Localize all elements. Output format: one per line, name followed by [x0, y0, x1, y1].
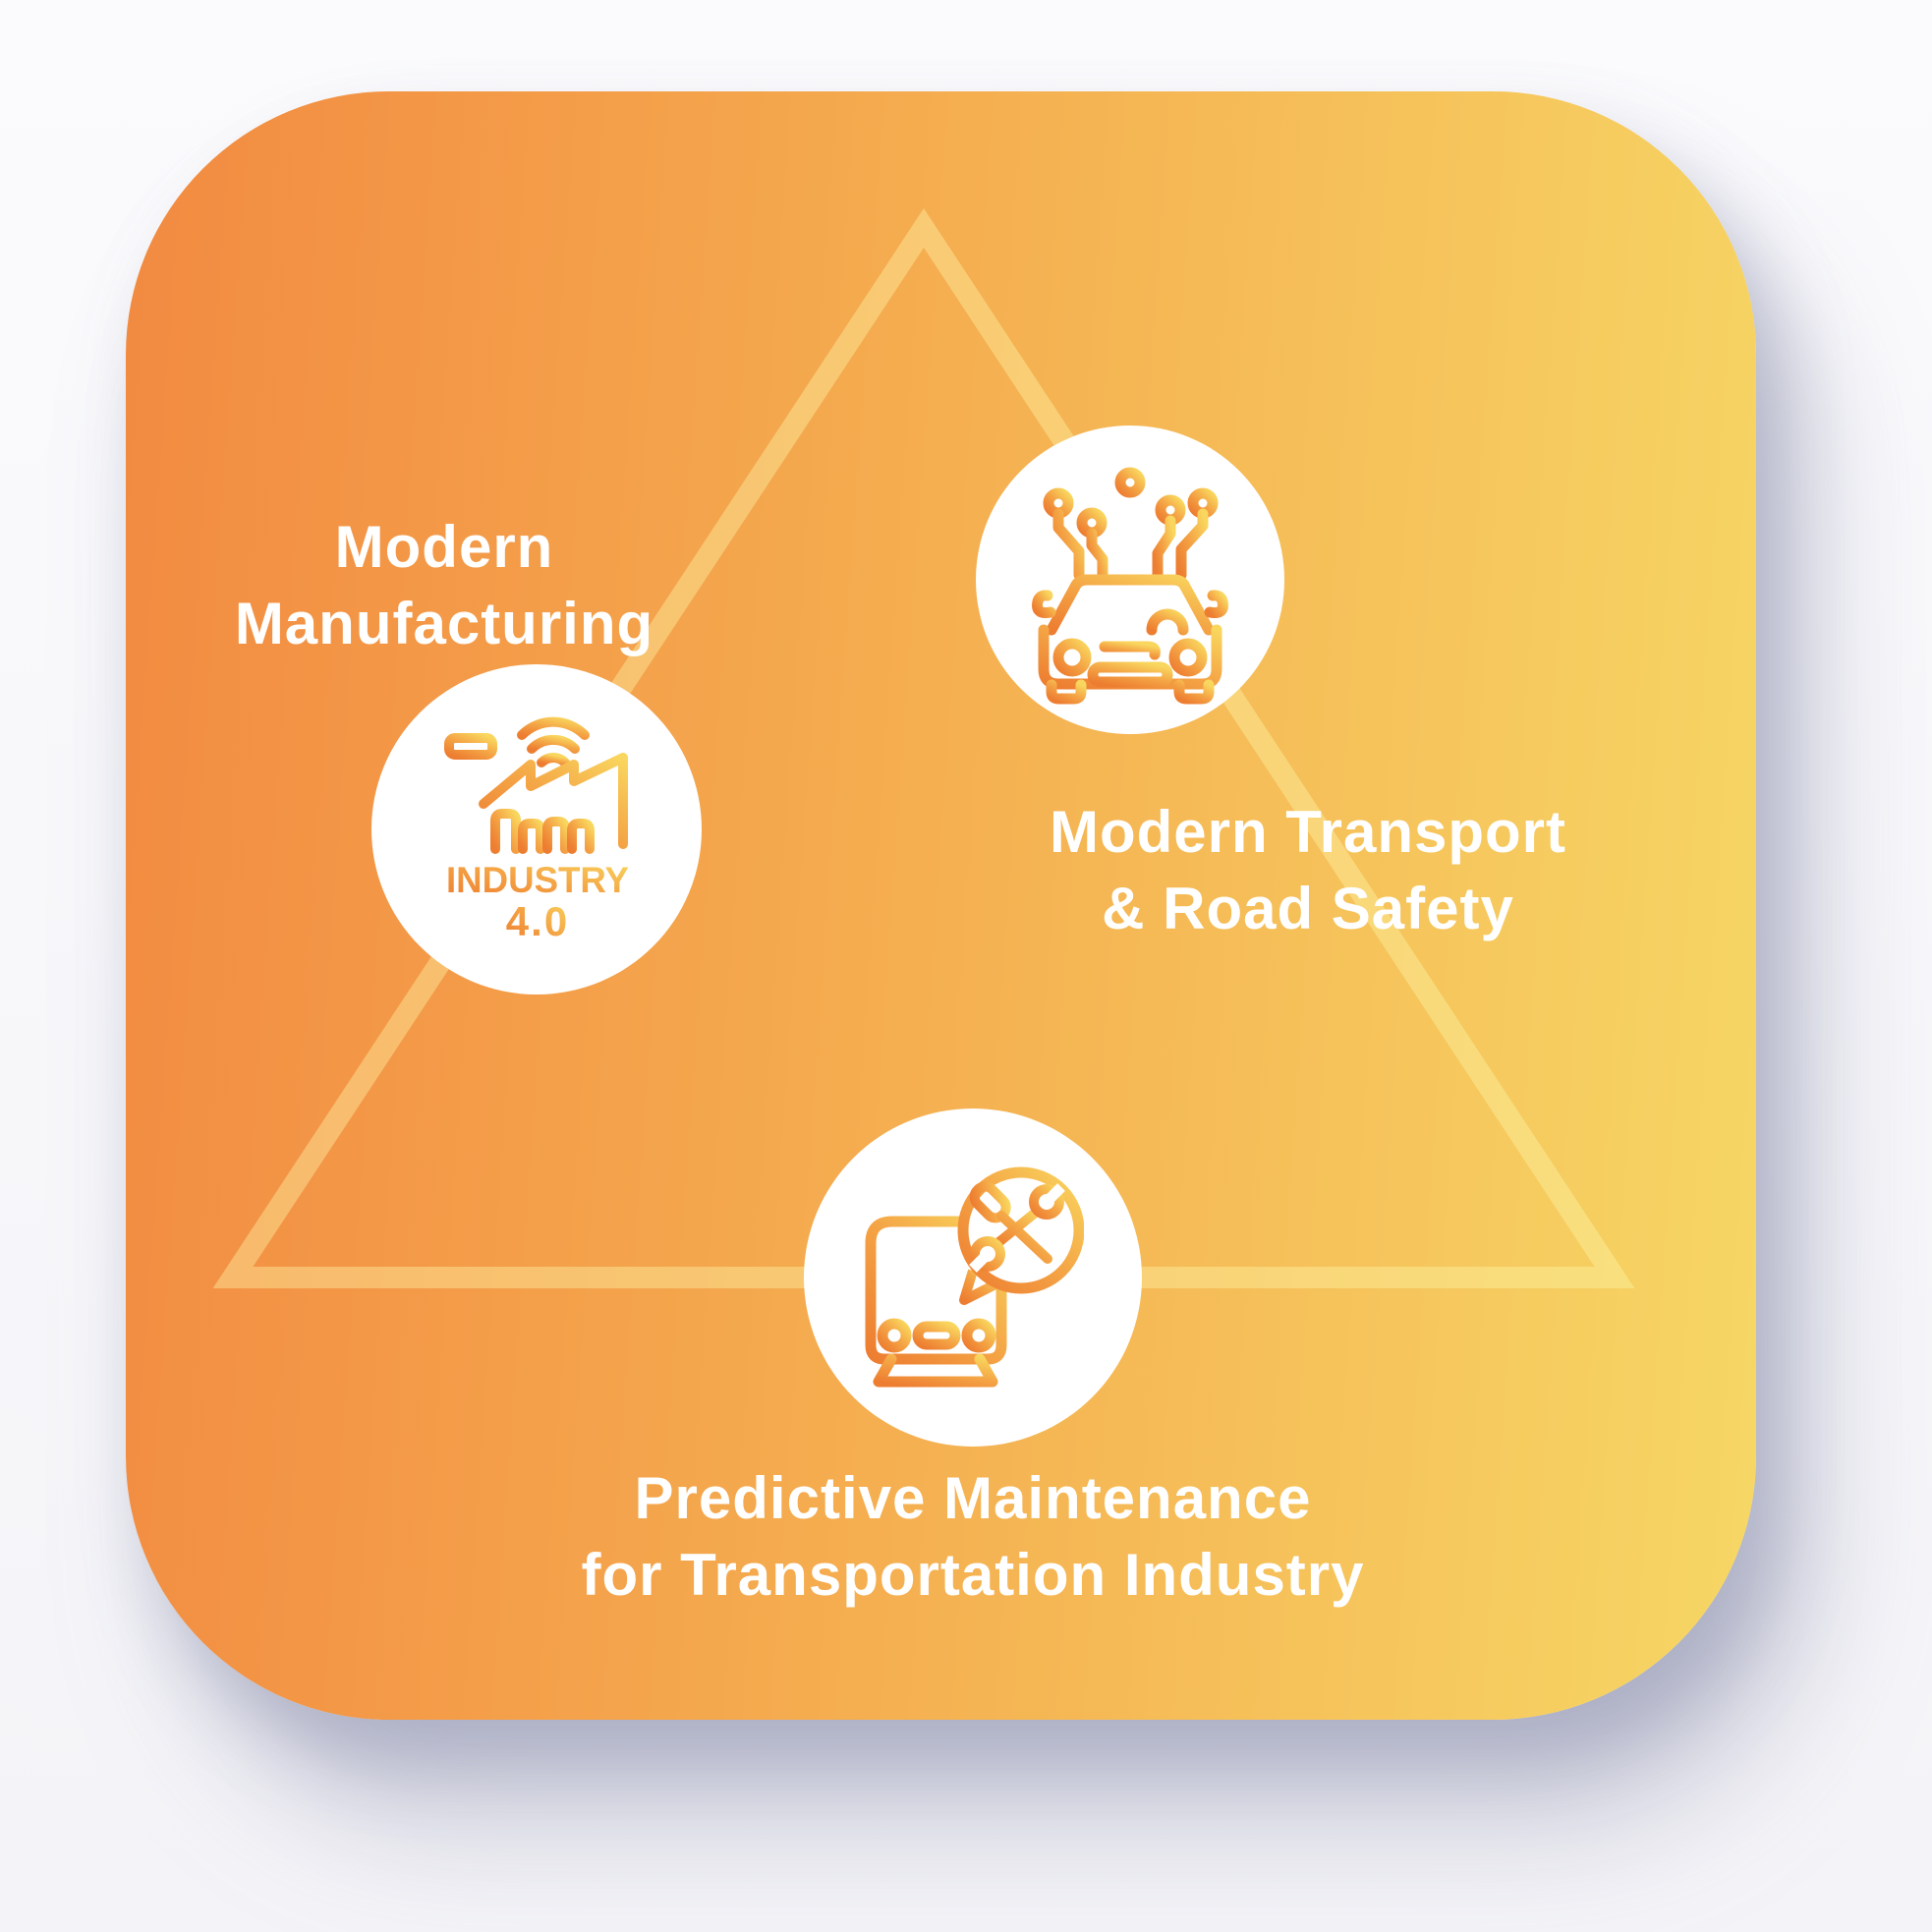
label-line: Modern — [334, 514, 554, 580]
car-grille — [1099, 641, 1161, 659]
wrench-head-lower — [969, 1236, 1005, 1272]
industry-4-0-factory-icon: INDUSTRY 4.0 — [440, 716, 635, 944]
train-light-center — [912, 1321, 960, 1350]
label-line: & Road Safety — [1102, 876, 1514, 941]
factory-roof — [478, 752, 628, 849]
train-light-left — [877, 1318, 911, 1353]
maintenance-tools-icon — [969, 1181, 1064, 1272]
antenna-sensors — [1043, 467, 1219, 588]
label-line: Manufacturing — [234, 591, 654, 656]
car-bumper — [1087, 661, 1173, 687]
screwdriver-blade — [995, 1211, 1052, 1264]
headlight-left — [1052, 638, 1092, 676]
factory-drawing — [440, 716, 635, 854]
car-mirror-right — [1204, 589, 1228, 618]
wrench-jaw-notch-upper — [1044, 1183, 1065, 1204]
car-drawing — [1032, 467, 1228, 704]
train-maintenance-icon — [865, 1166, 1084, 1388]
wrench-jaw-notch-lower — [968, 1252, 990, 1273]
speech-bubble-tail — [958, 1269, 999, 1305]
car-wheel-right — [1173, 679, 1215, 704]
node-circle-manufacturing: INDUSTRY 4.0 — [371, 664, 702, 994]
wifi-signal-icon — [516, 716, 590, 767]
label-predictive-maintenance: Predictive Maintenance for Transportatio… — [482, 1460, 1464, 1614]
industry-badge-line2: 4.0 — [505, 898, 568, 944]
wrench-head-upper — [1028, 1184, 1064, 1220]
label-line: Modern Transport — [1049, 799, 1567, 865]
label-modern-manufacturing: Modern Manufacturing — [100, 509, 788, 662]
industry-badge-line1: INDUSTRY — [446, 860, 629, 900]
connected-car-icon — [1032, 467, 1228, 704]
label-modern-transport: Modern Transport & Road Safety — [964, 794, 1652, 947]
car-wheel-left — [1046, 679, 1087, 704]
node-circle-predictive — [804, 1108, 1142, 1447]
headlight-right — [1168, 638, 1208, 676]
train-skirt — [873, 1353, 997, 1388]
driver-silhouette — [1146, 608, 1189, 635]
car-cabin — [1046, 574, 1215, 635]
label-line: for Transportation Industry — [581, 1542, 1365, 1608]
car-mirror-left — [1032, 589, 1056, 618]
train-light-right — [961, 1318, 995, 1353]
node-circle-transport — [976, 426, 1284, 734]
label-line: Predictive Maintenance — [634, 1465, 1312, 1531]
factory-windows — [489, 808, 608, 854]
factory-chimney — [443, 732, 497, 849]
wrench-shaft — [991, 1206, 1043, 1249]
